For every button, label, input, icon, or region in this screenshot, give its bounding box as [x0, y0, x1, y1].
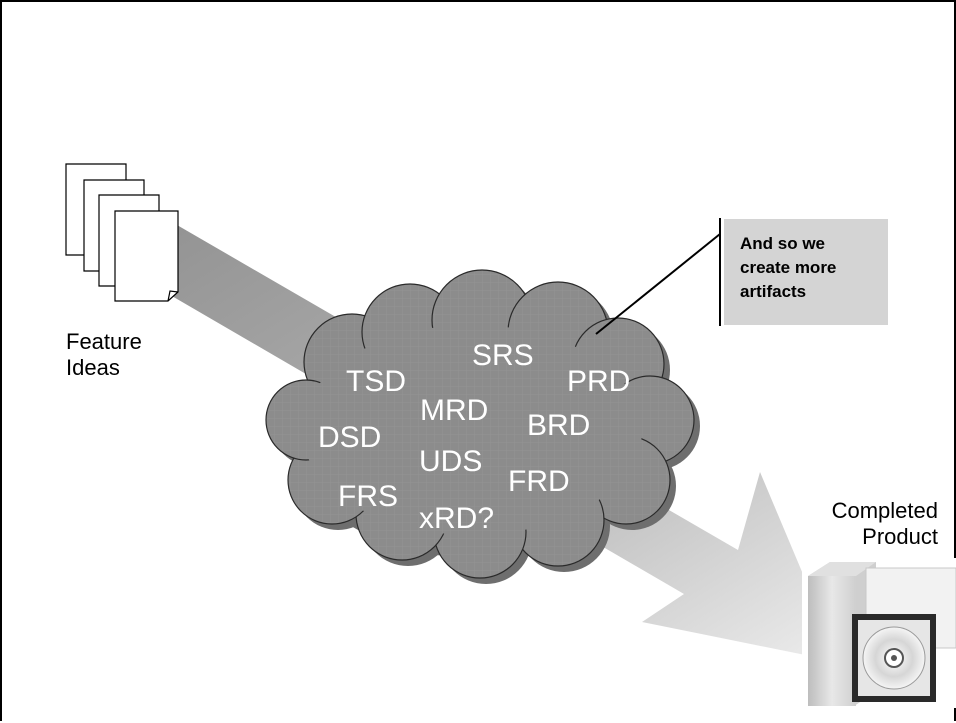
- callout-line: And so we: [740, 234, 826, 253]
- feature-ideas-line2: Ideas: [66, 355, 120, 380]
- artifact-prd: PRD: [567, 365, 630, 398]
- feature-ideas-line1: Feature: [66, 329, 142, 354]
- artifact-tsd: TSD: [346, 365, 406, 398]
- completed-product-line1: Completed: [831, 498, 938, 523]
- callout-box: And so we create more artifacts: [724, 219, 888, 325]
- artifact-frs: FRS: [338, 480, 398, 513]
- product-box-icon: [802, 558, 956, 708]
- callout-line: artifacts: [740, 282, 807, 301]
- callout-pointer: [595, 233, 721, 335]
- callout-text: And so we create more artifacts: [740, 232, 888, 304]
- artifact-brd: BRD: [527, 409, 590, 442]
- artifact-srs: SRS: [472, 339, 534, 372]
- cloud-fill: [302, 325, 642, 535]
- artifact-mrd: MRD: [420, 394, 488, 427]
- artifact-dsd: DSD: [318, 421, 381, 454]
- completed-product-label: Completed Product: [832, 498, 938, 550]
- callout-line: create more: [740, 258, 837, 277]
- feature-ideas-label: Feature Ideas: [66, 329, 142, 381]
- artifact-uds: UDS: [419, 445, 482, 478]
- completed-product-line2: Product: [862, 524, 938, 549]
- document-stack-icon: [65, 163, 179, 302]
- artifact-frd: FRD: [508, 465, 570, 498]
- artifact-xrd: xRD?: [419, 502, 494, 535]
